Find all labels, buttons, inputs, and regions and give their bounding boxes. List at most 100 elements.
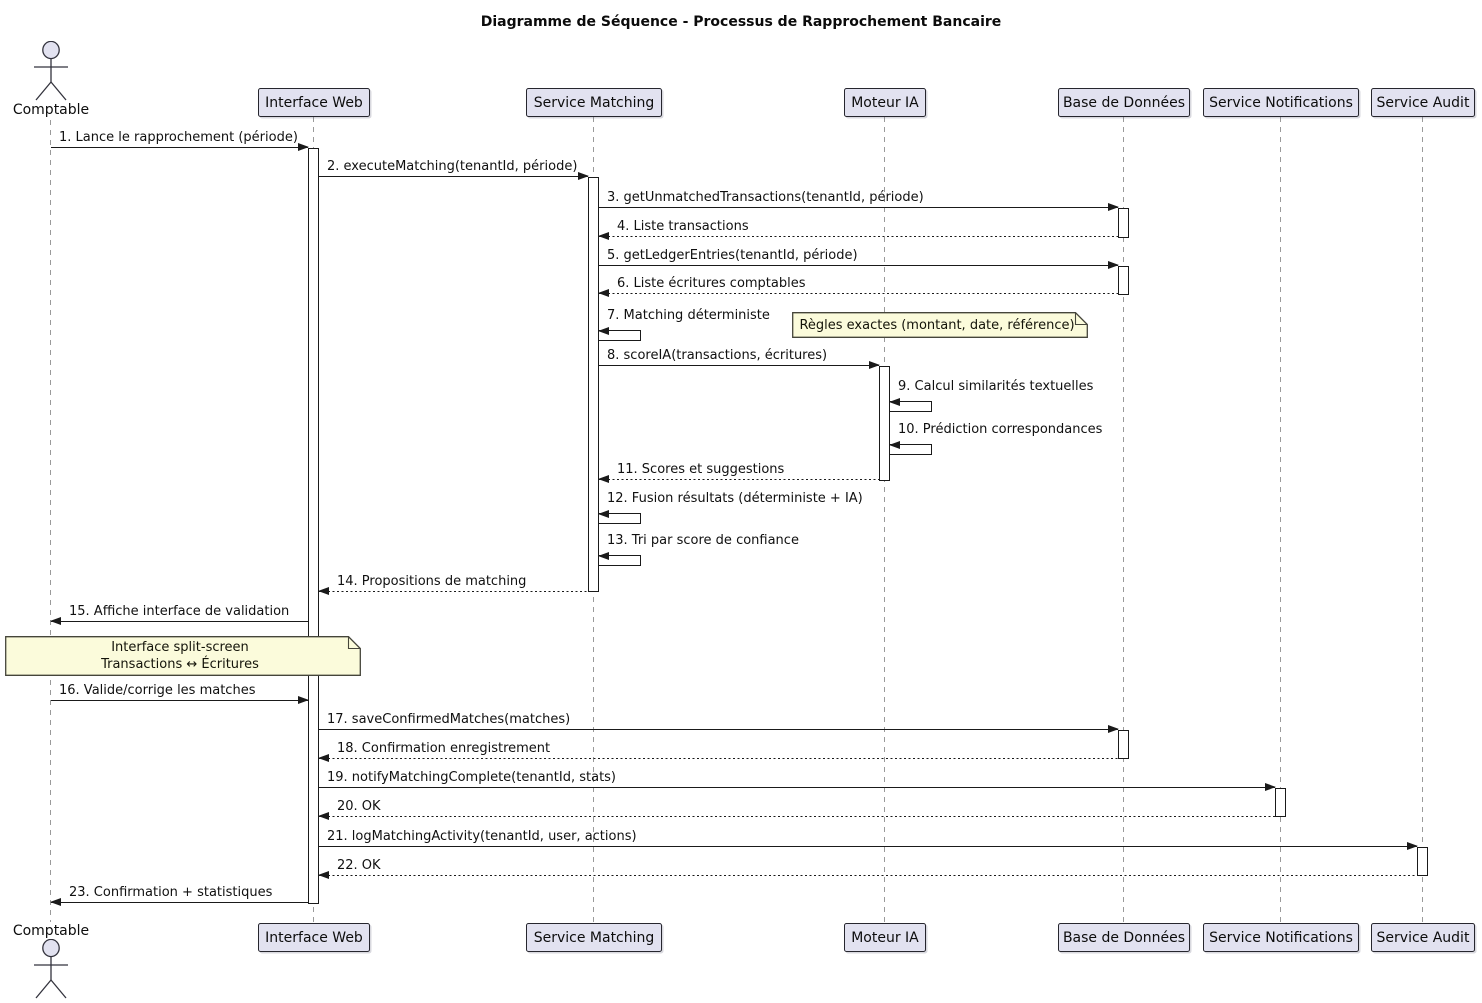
arrowhead-right-icon [1265, 782, 1276, 791]
participant-base-de-donnees-bottom: Base de Données [1058, 923, 1190, 952]
lifeline-comptable [50, 120, 52, 922]
arrowhead-left-icon [889, 440, 900, 449]
arrowhead-left-icon [318, 811, 329, 820]
participant-label: Base de Données [1062, 929, 1186, 946]
participant-service-matching-bottom: Service Matching [526, 923, 662, 952]
note-text: Interface split-screen Transactions ↔ Éc… [5, 636, 361, 676]
lifeline-moteur-ia [884, 117, 886, 923]
note-matching-rules: Règles exactes (montant, date, référence… [792, 312, 1088, 338]
diagram-title: Diagramme de Séquence - Processus de Rap… [480, 14, 1002, 30]
participant-label: Service Audit [1376, 94, 1470, 111]
participant-service-matching-top: Service Matching [526, 88, 662, 117]
arrowhead-right-icon [1407, 841, 1418, 850]
arrowhead-right-icon [1108, 260, 1119, 269]
arrowhead-left-icon [50, 616, 61, 625]
message-label: 4. Liste transactions [617, 219, 749, 234]
participant-service-notifications-top: Service Notifications [1203, 88, 1359, 117]
participant-interface-web-top: Interface Web [258, 88, 370, 117]
arrowhead-left-icon [598, 509, 609, 518]
message-label: 22. OK [337, 858, 381, 873]
participant-service-audit-bottom: Service Audit [1371, 923, 1475, 952]
message-label: 6. Liste écritures comptables [617, 276, 806, 291]
participant-label: Service Matching [533, 94, 655, 111]
participant-label: Moteur IA [851, 94, 919, 111]
participant-service-notifications-bottom: Service Notifications [1203, 923, 1359, 952]
arrowhead-left-icon [598, 288, 609, 297]
actor-figure-icon [34, 41, 68, 101]
arrowhead-left-icon [598, 326, 609, 335]
arrowhead-left-icon [318, 586, 329, 595]
participant-label: Service Notifications [1209, 94, 1353, 111]
message-label: 18. Confirmation enregistrement [337, 741, 551, 756]
arrowhead-right-icon [1108, 724, 1119, 733]
activation-bar-service-matching [588, 177, 599, 592]
self-call-loop [599, 330, 641, 341]
lifeline-service-audit [1422, 117, 1424, 923]
note-text: Règles exactes (montant, date, référence… [799, 317, 1075, 333]
arrowhead-right-icon [298, 695, 309, 704]
message-label: 12. Fusion résultats (déterministe + IA) [607, 491, 863, 506]
self-call-loop [599, 513, 641, 524]
message-label: 3. getUnmatchedTransactions(tenantId, pé… [607, 190, 924, 205]
message-label: 16. Valide/corrige les matches [59, 683, 256, 698]
actor-figure-icon [34, 939, 68, 999]
participant-interface-web-bottom: Interface Web [258, 923, 370, 952]
message-label: 19. notifyMatchingComplete(tenantId, sta… [327, 770, 617, 785]
participant-label: Moteur IA [851, 929, 919, 946]
arrowhead-left-icon [50, 897, 61, 906]
participant-base-de-donnees-top: Base de Données [1058, 88, 1190, 117]
self-call-loop [890, 401, 932, 412]
participant-label: Service Audit [1376, 929, 1470, 946]
participant-label: Interface Web [265, 929, 363, 946]
participant-moteur-ia-top: Moteur IA [844, 88, 926, 117]
participant-label: Interface Web [265, 94, 363, 111]
arrowhead-left-icon [318, 753, 329, 762]
arrowhead-right-icon [869, 360, 880, 369]
arrowhead-left-icon [598, 474, 609, 483]
message-label: 15. Affiche interface de validation [69, 604, 290, 619]
activation-bar-audit [1417, 847, 1428, 876]
participant-service-audit-top: Service Audit [1371, 88, 1475, 117]
arrowhead-right-icon [578, 171, 589, 180]
arrowhead-left-icon [598, 231, 609, 240]
message-label: 11. Scores et suggestions [617, 462, 785, 477]
note-line-2: Transactions ↔ Écritures [101, 657, 259, 672]
message-label: 8. scoreIA(transactions, écritures) [607, 348, 828, 363]
message-label: 2. executeMatching(tenantId, période) [327, 159, 578, 174]
message-label: 5. getLedgerEntries(tenantId, période) [607, 248, 858, 263]
actor-label-top: Comptable [12, 102, 90, 118]
participant-label: Base de Données [1062, 94, 1186, 111]
note-shape [792, 312, 1088, 338]
activation-bar-moteur-ia [879, 366, 890, 481]
participant-label: Service Notifications [1209, 929, 1353, 946]
arrowhead-left-icon [889, 397, 900, 406]
message-label: 14. Propositions de matching [337, 574, 527, 589]
activation-bar-bdd-2 [1118, 266, 1129, 295]
self-call-loop [890, 444, 932, 455]
arrowhead-right-icon [298, 142, 309, 151]
participant-moteur-ia-bottom: Moteur IA [844, 923, 926, 952]
message-label: 13. Tri par score de confiance [607, 533, 799, 548]
activation-bar-notifications [1275, 788, 1286, 817]
message-label: 21. logMatchingActivity(tenantId, user, … [327, 829, 637, 844]
message-label: 9. Calcul similarités textuelles [898, 379, 1094, 394]
self-call-loop [599, 555, 641, 566]
participant-label: Service Matching [533, 929, 655, 946]
note-line-1: Interface split-screen [111, 640, 249, 655]
lifeline-service-notifications [1280, 117, 1282, 923]
message-label: 20. OK [337, 799, 381, 814]
message-label: 10. Prédiction correspondances [898, 422, 1103, 437]
message-label: 17. saveConfirmedMatches(matches) [327, 712, 571, 727]
arrowhead-left-icon [318, 870, 329, 879]
activation-bar-bdd-1 [1118, 208, 1129, 238]
message-label: 7. Matching déterministe [607, 308, 770, 323]
arrowhead-left-icon [598, 551, 609, 560]
message-label: 1. Lance le rapprochement (période) [59, 130, 298, 145]
arrowhead-right-icon [1108, 202, 1119, 211]
note-shape [5, 636, 361, 676]
actor-label-bottom: Comptable [12, 923, 90, 939]
note-split-screen: Interface split-screen Transactions ↔ Éc… [5, 636, 361, 676]
message-label: 23. Confirmation + statistiques [69, 885, 273, 900]
activation-bar-bdd-3 [1118, 730, 1129, 759]
